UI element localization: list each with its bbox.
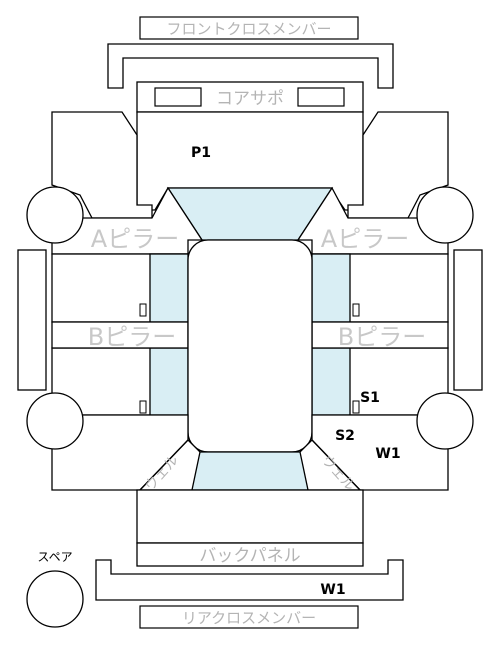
rear-left-corner-line xyxy=(139,439,189,491)
right-side-sill xyxy=(453,249,483,391)
spare-tire xyxy=(26,570,84,628)
right-rear-window xyxy=(311,347,351,416)
front-cross-member-label: フロントクロスメンバー xyxy=(166,20,331,38)
rear-right-corner-line xyxy=(311,439,361,491)
core-support-label: コアサポ xyxy=(216,89,284,109)
marker-s2: S2 xyxy=(335,428,355,444)
marker-p1: P1 xyxy=(191,145,211,161)
rear-bumper-bracket xyxy=(95,559,404,601)
b-pillar-right xyxy=(311,321,449,349)
left-front-window xyxy=(149,253,189,323)
a-pillar-right-label: Aピラー xyxy=(321,225,409,253)
rear-window-glass xyxy=(191,451,309,491)
right-front-handle xyxy=(352,303,360,317)
a-pillar-left-label: Aピラー xyxy=(91,225,179,253)
left-front-handle xyxy=(139,303,147,317)
back-panel xyxy=(136,542,364,567)
right-front-window xyxy=(311,253,351,323)
rear-right-wheel xyxy=(416,392,474,450)
rear-left-wheel xyxy=(26,392,84,450)
left-rear-handle xyxy=(139,400,147,414)
front-right-wheel xyxy=(416,186,474,244)
core-support-hole-right xyxy=(297,87,345,107)
marker-w1-right: W1 xyxy=(375,446,400,462)
rear-cross-member-label: リアクロスメンバー xyxy=(182,609,316,627)
front-bumper-bracket xyxy=(107,43,394,89)
left-rear-window xyxy=(149,347,189,416)
marker-w1-rear: W1 xyxy=(320,582,345,598)
back-panel-label: バックパネル xyxy=(199,546,300,566)
core-support-hole-left xyxy=(154,87,202,107)
left-side-sill xyxy=(17,249,47,391)
b-pillar-left-label: Bピラー xyxy=(88,323,176,351)
front-left-wheel xyxy=(26,186,84,244)
roof-panel xyxy=(187,239,313,453)
right-rear-handle xyxy=(352,400,360,414)
rear-cross-member-box xyxy=(139,605,359,629)
b-pillar-right-label: Bピラー xyxy=(338,323,426,351)
spare-label: スペア xyxy=(37,550,72,564)
front-cross-member-box xyxy=(139,16,359,40)
marker-s1: S1 xyxy=(360,390,380,406)
b-pillar-left xyxy=(51,321,189,349)
trunk-area xyxy=(136,489,364,544)
